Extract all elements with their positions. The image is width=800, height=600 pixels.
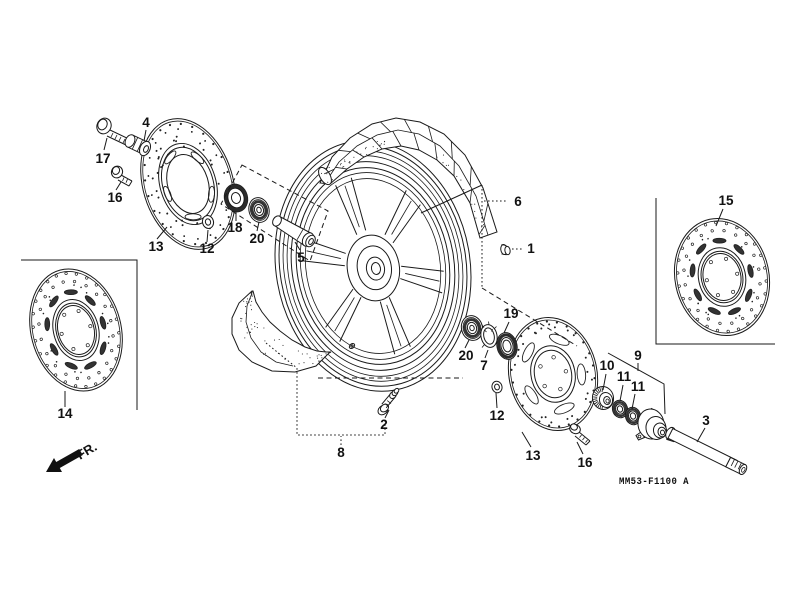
callout-part-20-24: 20: [458, 348, 473, 363]
callout-part-13-15: 13: [525, 448, 541, 463]
bracket-bearing-group-right: [481, 287, 578, 347]
figure-code: MM53-F1100 A: [619, 476, 689, 488]
callout-part-10-9: 10: [599, 358, 614, 373]
tire-upper-section: [318, 117, 498, 239]
side-collar-4: [124, 134, 152, 157]
fr-label: FR.: [74, 439, 100, 463]
nut-12-right: [491, 380, 503, 394]
retainer-clip-1: [500, 244, 511, 256]
box-disc-15: [655, 198, 775, 345]
callout-part-16-19: 16: [577, 455, 593, 470]
front-direction-indicator: FR.: [46, 439, 100, 472]
callout-part-18-21: 18: [227, 220, 243, 235]
callout-part-16-18: 16: [107, 190, 123, 205]
bolt-16-left: [110, 165, 133, 187]
callout-part-19-22: 19: [503, 306, 518, 321]
callout-part-9-8: 9: [634, 348, 642, 363]
fr-arrow-icon: [46, 449, 83, 472]
rim-valve-boss: [348, 342, 356, 350]
callout-part-6-5: 6: [514, 194, 522, 209]
box-disc-14: [21, 259, 138, 410]
retainer-7: [480, 321, 499, 348]
gearbox-9: [635, 407, 676, 443]
callout-part-1-0: 1: [527, 241, 535, 256]
bracket-gearbox-9: [607, 352, 666, 415]
bolt-16-right: [569, 423, 591, 446]
reference-boxes: [21, 198, 775, 410]
seal-11-b: [624, 406, 642, 426]
valve-2: [377, 387, 400, 416]
callout-part-13-14: 13: [148, 239, 164, 254]
brake-disc-left: [140, 118, 236, 250]
callout-part-7-6: 7: [480, 358, 488, 373]
callout-part-11-10: 11: [617, 369, 632, 384]
brake-disc-14-boxed: [29, 268, 123, 392]
front-wheel-illustration: [274, 140, 472, 392]
callout-part-11-11: 11: [631, 379, 646, 394]
leader-lines: [64, 129, 724, 455]
callout-part-15-17: 15: [718, 193, 734, 208]
callout-part-5-4: 5: [297, 250, 305, 265]
axle-collar-5: [272, 215, 316, 248]
seal-11-a: [611, 399, 629, 419]
wheel-hub: [346, 234, 401, 302]
dust-seal-19: [496, 332, 518, 360]
callout-part-17-20: 17: [95, 151, 110, 166]
speedometer-gear-10: [591, 386, 615, 410]
callout-part-8-7: 8: [337, 445, 345, 460]
brake-disc-right: [507, 317, 599, 431]
axle-3: [665, 426, 748, 476]
wheel-spokes: [302, 177, 444, 355]
callout-part-12-13: 12: [489, 408, 504, 423]
bracket-6-diagonal: [420, 184, 483, 214]
bolt-17: [96, 117, 130, 146]
callout-part-4-3: 4: [142, 115, 150, 130]
nut-12-left: [201, 215, 215, 229]
callout-part-3-2: 3: [702, 413, 710, 428]
brake-disc-15-boxed: [673, 217, 771, 337]
bearing-20-right: [460, 315, 484, 341]
bearing-18: [223, 183, 249, 213]
callout-part-2-1: 2: [380, 417, 388, 432]
bearing-20-left: [248, 197, 270, 223]
callout-part-20-23: 20: [249, 231, 264, 246]
callout-part-14-16: 14: [57, 406, 73, 421]
callout-part-12-12: 12: [199, 241, 214, 256]
